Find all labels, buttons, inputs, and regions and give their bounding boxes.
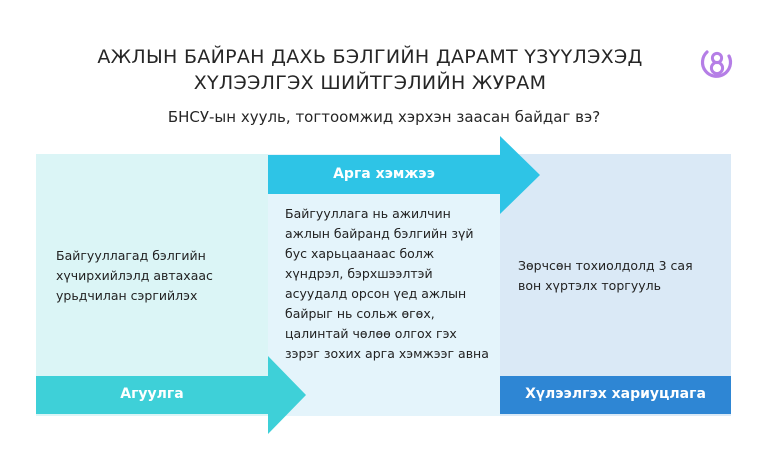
liability-text: Зөрчсөн тохиолдолд 3 сая вон хүртэлх тор… bbox=[518, 258, 693, 293]
number-8-circle-icon bbox=[700, 50, 733, 78]
content-arrow bbox=[36, 356, 306, 434]
page-question: БНСУ-ын хууль, тогтоомжид хэрхэн заасан … bbox=[167, 108, 601, 126]
measures-arrow bbox=[268, 136, 540, 214]
liability-label: Хүлээлгэх хариуцлага bbox=[525, 386, 706, 402]
column-liability-panel bbox=[500, 154, 731, 416]
content-label: Агуулга bbox=[120, 386, 184, 402]
title-line-1: АЖЛЫН БАЙРАН ДАХЬ БЭЛГИЙН ДАРАМТ ҮЗҮҮЛЭХ… bbox=[97, 46, 643, 68]
title-line-2: ХҮЛЭЭЛГЭХ ШИЙТГЭЛИЙН ЖУРАМ bbox=[193, 72, 547, 94]
column-measures-panel bbox=[268, 154, 500, 416]
liability-bar bbox=[500, 376, 731, 414]
measures-text: Байгууллага нь ажилчин ажлын байранд бэл… bbox=[285, 206, 489, 361]
content-text: Байгууллагад бэлгийн хүчирхийлэлд автаха… bbox=[56, 248, 213, 303]
measures-label: Арга хэмжээ bbox=[333, 166, 435, 182]
column-content-panel bbox=[36, 154, 268, 416]
page-title: АЖЛЫН БАЙРАН ДАХЬ БЭЛГИЙН ДАРАМТ ҮЗҮҮЛЭХ… bbox=[60, 44, 680, 96]
